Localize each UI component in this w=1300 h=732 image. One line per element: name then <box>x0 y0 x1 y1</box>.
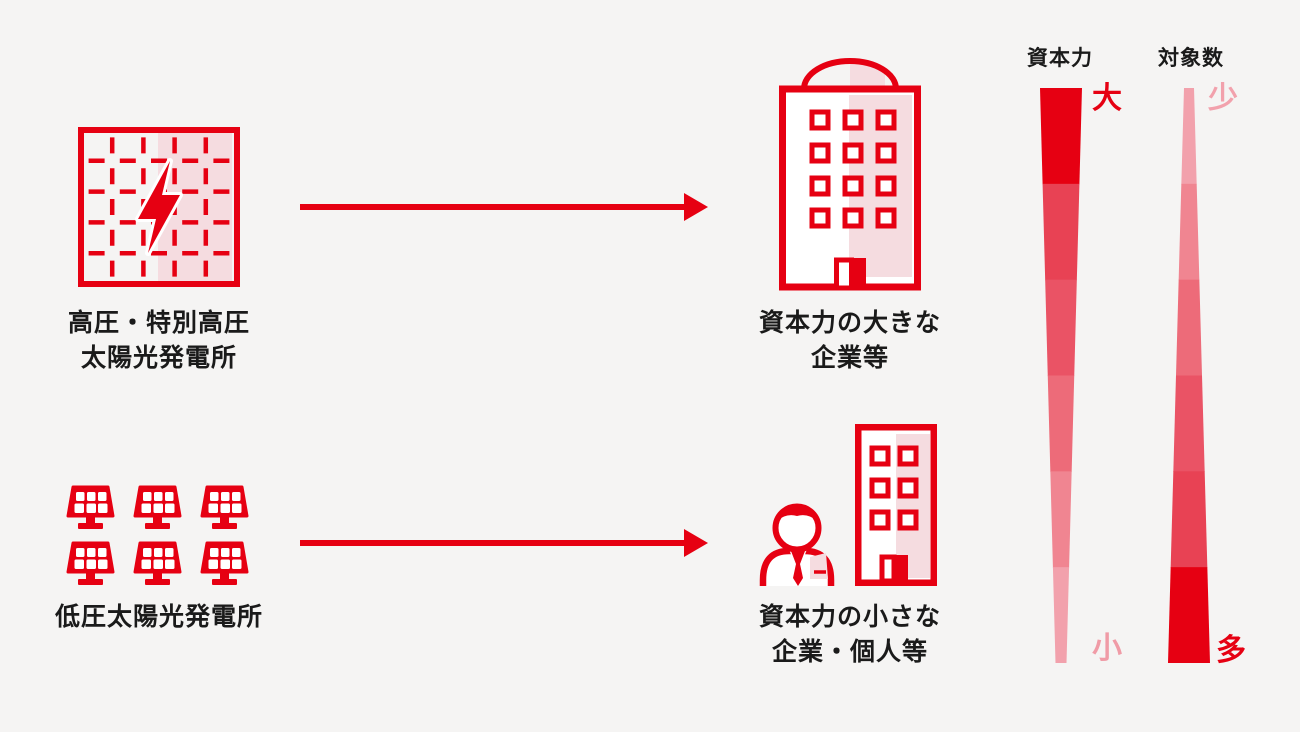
high-voltage-solar-plant-icon <box>78 127 240 287</box>
scale-label-few: 少 <box>1208 82 1238 115</box>
scale-label-small: 小 <box>1092 632 1122 665</box>
label-line: 資本力の大きな <box>758 309 941 337</box>
arrow-right-icon <box>300 521 708 565</box>
solar-panel-icon <box>133 541 182 585</box>
label-line: 企業等 <box>810 344 889 372</box>
scale-label-large: 大 <box>1092 82 1122 115</box>
label-line: 太陽光発電所 <box>80 344 237 372</box>
label-line: 高圧・特別高圧 <box>67 309 250 337</box>
target-label-small-company: 資本力の小さな 企業・個人等 <box>729 600 971 670</box>
person-hair <box>777 507 817 521</box>
source-label-low-voltage: 低圧太陽光発電所 <box>29 600 289 635</box>
door-fill <box>894 555 908 583</box>
scale-title-targets: 対象数 <box>1158 47 1224 70</box>
capital-scale-wedge <box>1040 88 1082 663</box>
door-outline <box>834 257 854 291</box>
label-line: 企業・個人等 <box>771 638 928 666</box>
lightning-bolt-icon <box>135 158 183 256</box>
scale-title-capital: 資本力 <box>1027 47 1093 70</box>
label-line: 資本力の小さな <box>758 603 941 631</box>
door-outline <box>879 554 897 584</box>
scale-label-many: 多 <box>1216 634 1246 667</box>
targets-scale-wedge <box>1168 88 1210 663</box>
door-fill <box>850 258 866 288</box>
solar-panel-icon <box>200 485 249 529</box>
person-head <box>772 503 822 553</box>
low-voltage-solar-panels-icon <box>66 485 249 586</box>
solar-panel-icon <box>66 541 115 585</box>
arrow-right-icon <box>300 185 708 229</box>
person-tie <box>789 549 807 586</box>
small-company-person-building-icon <box>755 420 940 586</box>
label-line: 低圧太陽光発電所 <box>54 603 263 631</box>
person-collar <box>810 553 828 579</box>
solar-panel-icon <box>66 485 115 529</box>
large-company-building-icon <box>779 57 921 291</box>
source-label-high-voltage: 高圧・特別高圧 太陽光発電所 <box>29 306 289 376</box>
solar-panel-icon <box>133 485 182 529</box>
target-label-large-company: 資本力の大きな 企業等 <box>729 306 971 376</box>
solar-panel-icon <box>200 541 249 585</box>
